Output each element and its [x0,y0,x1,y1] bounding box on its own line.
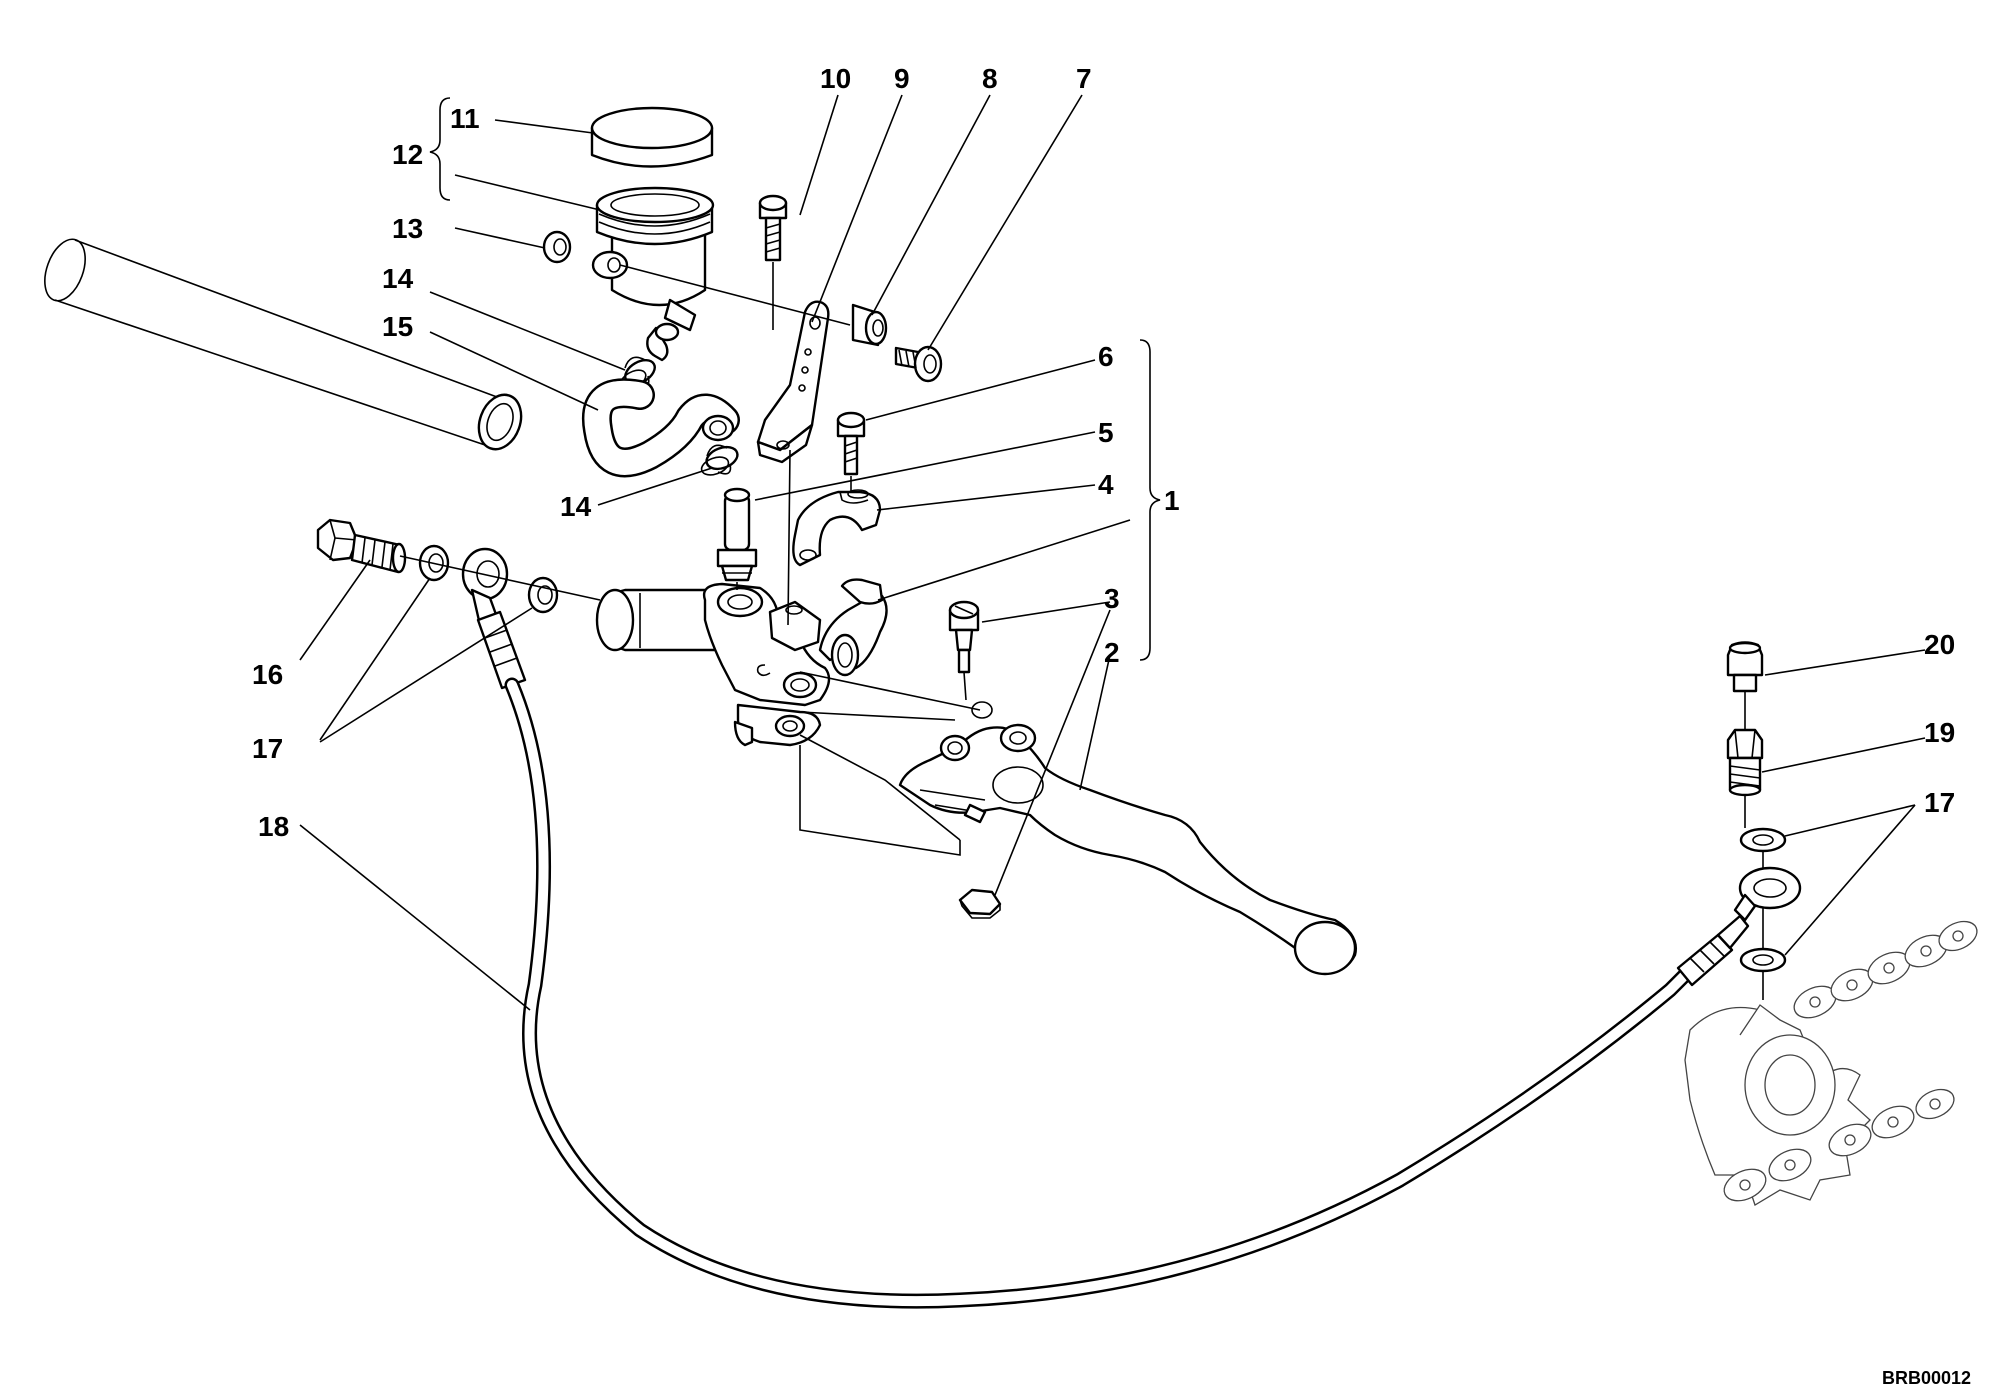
callout-11: 11 [450,103,480,134]
lever-pivot-bolt [948,600,980,674]
callout-12: 12 [392,139,423,170]
clamp-screw [836,411,866,476]
callout-4: 4 [1098,469,1114,500]
reservoir-hose [581,378,740,478]
chain-lower [1723,1088,1955,1202]
hose-clamp [700,444,739,476]
grommet [542,230,572,264]
callout-5: 5 [1098,417,1114,448]
callout-9: 9 [894,63,910,94]
sealing-washer [527,576,559,614]
clutch-hose [476,610,1750,1309]
reservoir-brace [429,97,451,201]
callout-20: 20 [1924,629,1955,660]
bleed-valve-cap [1726,641,1764,693]
reservoir-outlet-fitting [646,322,680,362]
callout-15: 15 [382,311,413,342]
callout-17-right: 17 [1924,787,1955,818]
pivot-nut [958,888,1002,919]
callout-2: 2 [1104,637,1120,668]
callout-3: 3 [1104,583,1120,614]
callout-14-lower: 14 [560,491,592,522]
callout-7: 7 [1076,63,1092,94]
callout-13: 13 [392,213,423,244]
clutch-lever [898,701,1357,976]
bleed-valve [1726,728,1764,797]
handlebar-clamp-upper [792,489,882,567]
fluid-reservoir [591,186,715,332]
callout-8: 8 [982,63,998,94]
sealing-washer [1739,827,1787,853]
callout-16: 16 [252,659,283,690]
rubber-bushing [851,303,888,347]
hose-banjo-fitting [1733,866,1802,922]
assembly-brace [1139,339,1161,661]
banjo-bolt [316,518,407,574]
leader-lines [299,94,1926,1011]
drive-sprocket-and-chain [1684,920,1978,1206]
callout-19: 19 [1924,717,1955,748]
handlebar-tube [44,238,523,451]
assembly-center-lines [399,262,1764,1000]
reservoir-cap [590,106,714,168]
hose-fitting [716,487,758,582]
callout-1: 1 [1164,485,1180,516]
callout-17-left: 17 [252,733,283,764]
sealing-washer [1739,947,1787,973]
bracket-bolt [758,194,788,262]
callout-labels: 10 9 8 7 11 12 13 14 15 6 5 4 1 14 3 2 1… [252,63,1971,1388]
master-cylinder [595,578,888,747]
callout-6: 6 [1098,341,1114,372]
callout-10: 10 [820,63,851,94]
mounting-bracket [756,300,830,464]
callout-14-upper: 14 [382,263,414,294]
drawing-code: BRB00012 [1882,1368,1971,1388]
reservoir-screw [894,345,943,383]
chain-upper [1793,920,1978,1019]
callout-18: 18 [258,811,289,842]
